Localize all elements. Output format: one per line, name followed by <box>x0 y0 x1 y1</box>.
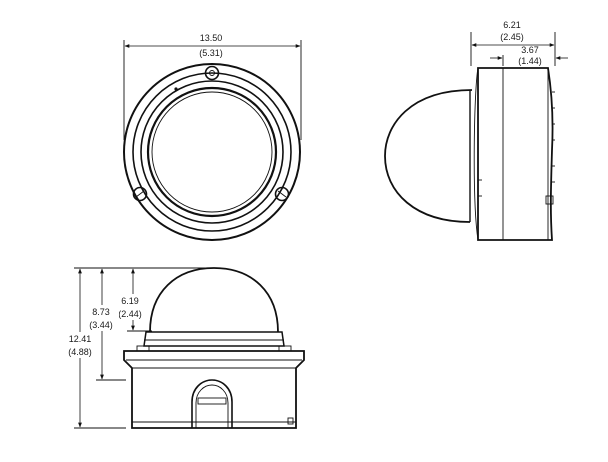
front-mid-height-in: (3.44) <box>89 320 113 330</box>
front-mid-label-bg <box>83 305 119 331</box>
side-latch <box>545 195 554 205</box>
dome-edge-ring <box>146 86 278 218</box>
front-total-height-in: (4.88) <box>68 347 92 357</box>
side-ribs <box>552 91 555 183</box>
front-dome-height-in: (2.44) <box>118 309 142 319</box>
screw-right <box>274 186 290 202</box>
front-collar <box>143 331 285 347</box>
front-dome-height-mm: 6.19 <box>121 296 139 306</box>
top-view: 13.50 (5.31) <box>123 33 302 241</box>
front-total-height-mm: 12.41 <box>69 334 92 344</box>
outer-ring <box>123 63 301 241</box>
top-view-width-mm: 13.50 <box>200 33 223 43</box>
side-view-base-in: (1.44) <box>518 56 542 66</box>
front-total-label-bg <box>62 332 98 358</box>
front-mid-height-mm: 8.73 <box>92 307 110 317</box>
screw-top <box>204 65 220 81</box>
front-base-tab <box>287 417 294 425</box>
screw-left <box>132 186 148 202</box>
side-view-depth-in: (2.45) <box>500 32 524 42</box>
side-view-depth-mm: 6.21 <box>503 20 521 30</box>
side-dome <box>384 89 473 223</box>
conduit-port <box>191 379 233 428</box>
side-body <box>477 67 554 241</box>
side-view-base-mm: 3.67 <box>521 45 539 55</box>
dome-inner-ring <box>151 91 273 213</box>
side-body-edge <box>473 67 479 241</box>
front-dome <box>149 267 279 333</box>
front-base <box>123 350 305 429</box>
side-view: 6.21 (2.45) 3.67 (1.44) <box>384 20 568 241</box>
indicator-dot <box>174 87 178 91</box>
front-view: 6.19 (2.44) 8.73 (3.44) 12.41 (4.88) <box>62 267 305 429</box>
flange-ring <box>132 72 292 232</box>
bezel-ring <box>140 80 284 224</box>
top-view-width-in: (5.31) <box>199 48 223 58</box>
